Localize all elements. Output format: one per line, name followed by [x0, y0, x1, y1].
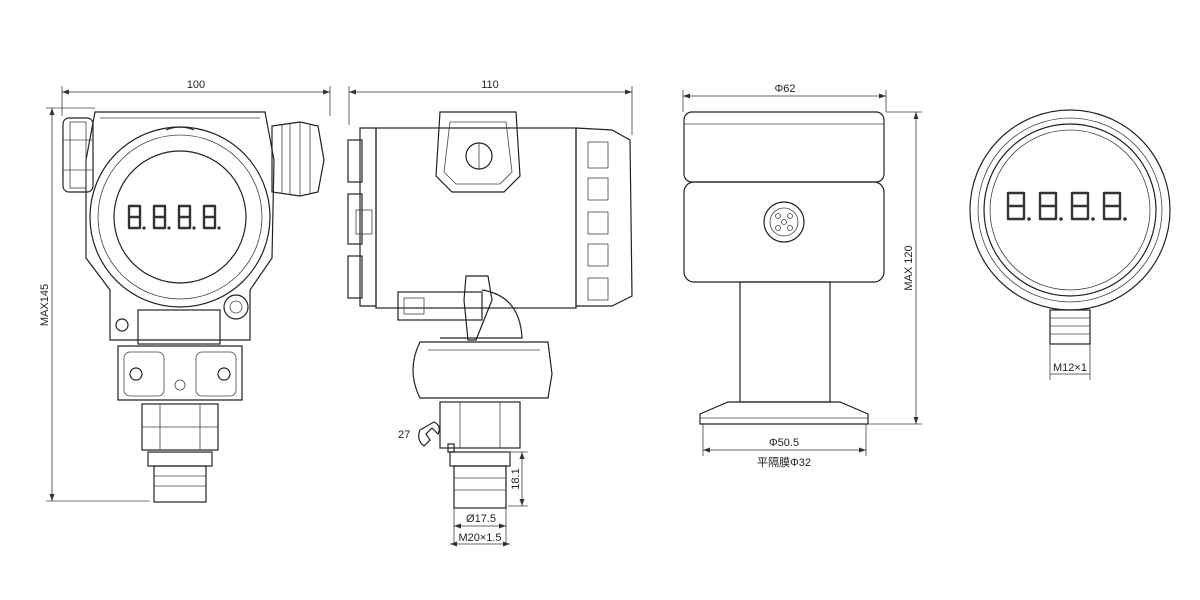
sanitary-view: Φ62 MAX 120 Φ50.5 平隔膜Φ32 — [682, 83, 922, 469]
digit — [177, 204, 196, 230]
round-gauge-view: M12×1 — [969, 109, 1171, 380]
top-diameter-label: Φ62 — [774, 83, 795, 95]
digit — [1070, 191, 1095, 221]
front-led-display — [127, 204, 221, 230]
digit — [202, 204, 221, 230]
thread-height-label: 18.1 — [510, 468, 522, 489]
gauge-led-display — [1006, 191, 1127, 221]
front-view: 100 MAX145 — [39, 79, 331, 503]
sanitary-height-label: MAX 120 — [903, 245, 915, 290]
m12-label: M12×1 — [1053, 362, 1087, 374]
digit — [1102, 191, 1127, 221]
flat-diaphragm-label: 平隔膜Φ32 — [757, 456, 811, 469]
digit — [1006, 191, 1031, 221]
digit — [127, 204, 146, 230]
wrench-icon — [418, 421, 440, 447]
digit — [152, 204, 171, 230]
front-height-label: MAX145 — [39, 284, 51, 326]
thread-spec-label: M20×1.5 — [458, 532, 501, 544]
side-width-label: 110 — [481, 79, 499, 91]
side-view: 110 — [347, 79, 633, 547]
wrench-size-label: 27 — [398, 429, 410, 441]
flange-diameter-label: Φ50.5 — [769, 437, 799, 449]
digit — [1038, 191, 1063, 221]
front-width-label: 100 — [187, 79, 205, 91]
thread-diameter-label: Ø17.5 — [466, 513, 496, 525]
